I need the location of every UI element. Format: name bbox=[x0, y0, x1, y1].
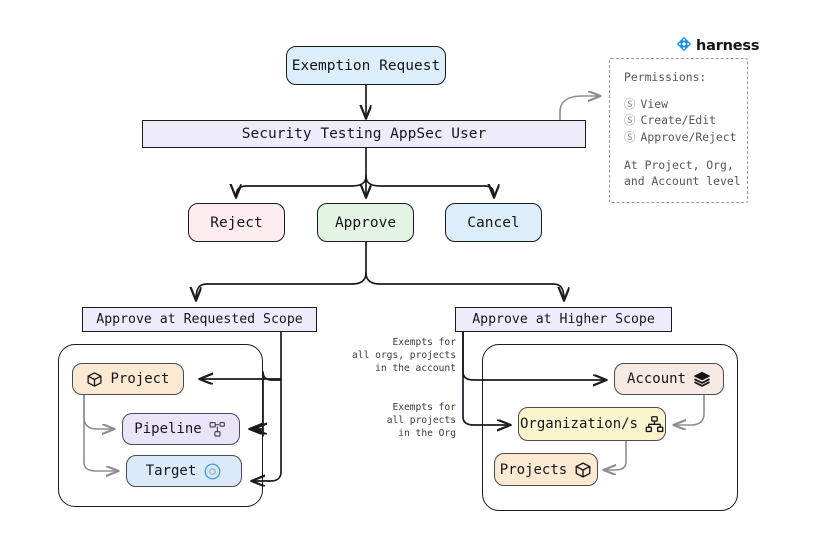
node-project[interactable]: Project bbox=[72, 363, 184, 395]
check-circle-icon: Ⓢ bbox=[624, 113, 636, 128]
node-label: Projects bbox=[499, 461, 568, 478]
node-cancel[interactable]: Cancel bbox=[445, 203, 542, 242]
node-target[interactable]: Target bbox=[126, 455, 242, 487]
node-appsec-user[interactable]: Security Testing AppSec User bbox=[142, 120, 586, 148]
higher-scope-container bbox=[482, 344, 738, 511]
permission-item-view: Ⓢ View bbox=[624, 96, 747, 113]
node-label: Reject bbox=[210, 214, 263, 231]
harness-diamond-icon bbox=[676, 36, 692, 56]
node-organizations[interactable]: Organization/s bbox=[518, 407, 666, 441]
node-label: Project bbox=[110, 371, 170, 387]
node-label: Approve at Requested Scope bbox=[96, 312, 303, 327]
permission-label: Approve/Reject bbox=[640, 129, 737, 144]
permission-item-create-edit: Ⓢ Create/Edit bbox=[624, 112, 747, 129]
node-label: Exemption Request bbox=[291, 57, 441, 74]
node-label: Approve at Higher Scope bbox=[472, 312, 655, 327]
check-circle-icon: Ⓢ bbox=[624, 129, 636, 144]
node-reject[interactable]: Reject bbox=[188, 203, 285, 242]
node-label: Account bbox=[626, 371, 686, 387]
node-label: Organization/s bbox=[519, 416, 638, 432]
check-circle-icon: Ⓢ bbox=[624, 96, 636, 111]
permission-label: Create/Edit bbox=[640, 113, 716, 128]
node-approve[interactable]: Approve bbox=[317, 203, 414, 242]
node-label: Approve bbox=[334, 214, 397, 231]
node-pipeline[interactable]: Pipeline bbox=[122, 413, 240, 445]
edge-label-account: Exempts for all orgs, projects in the ac… bbox=[352, 337, 456, 374]
pipeline-icon bbox=[209, 421, 228, 438]
edge-label-org: Exempts for all projects in the Org bbox=[386, 402, 456, 439]
permission-label: View bbox=[640, 96, 668, 111]
brand-name: harness bbox=[696, 38, 760, 54]
node-approve-requested-scope[interactable]: Approve at Requested Scope bbox=[82, 307, 317, 332]
layers-icon bbox=[693, 370, 711, 388]
permission-item-approve-reject: Ⓢ Approve/Reject bbox=[624, 129, 747, 146]
node-exemption-request[interactable]: Exemption Request bbox=[286, 46, 446, 85]
node-label: Cancel bbox=[467, 214, 520, 231]
permissions-panel: Permissions: Ⓢ View Ⓢ Create/Edit Ⓢ Appr… bbox=[609, 58, 748, 203]
node-projects[interactable]: Projects bbox=[494, 453, 598, 486]
cube-icon bbox=[86, 371, 103, 388]
target-icon bbox=[203, 462, 222, 481]
hierarchy-icon bbox=[645, 415, 664, 434]
node-label: Pipeline bbox=[134, 421, 202, 437]
node-approve-higher-scope[interactable]: Approve at Higher Scope bbox=[455, 307, 672, 332]
permissions-footer-line2: and Account level bbox=[624, 174, 741, 189]
permissions-footer-line1: At Project, Org, bbox=[624, 157, 734, 172]
node-label: Security Testing AppSec User bbox=[241, 126, 487, 142]
node-account[interactable]: Account bbox=[614, 363, 724, 395]
brand-logo: harness bbox=[676, 36, 759, 56]
cube-icon bbox=[574, 461, 592, 479]
permissions-title: Permissions: bbox=[624, 70, 707, 84]
node-label: Target bbox=[145, 463, 197, 479]
